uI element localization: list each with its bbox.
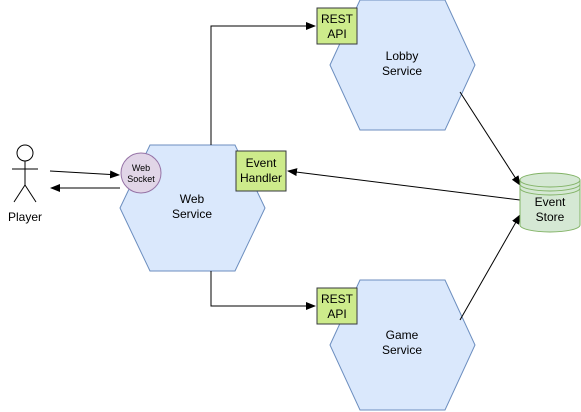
lobby-service-label-line1: Lobby [386,49,419,63]
game-service-hexagon[interactable] [329,279,476,411]
player-label: Player [8,210,42,224]
web-socket-label-line1: Web [132,163,150,173]
player-to-socket-connector [49,170,120,179]
player-actor-icon[interactable] [12,144,38,203]
lobby-to-store-connector [459,91,521,186]
event-store-label-line2: Store [536,210,565,224]
web-socket-label-line2: Socket [127,174,155,184]
game-rest-api-label-line2: API [327,307,346,321]
web-socket-circle[interactable] [120,152,162,194]
event-handler-label-line2: Handler [240,171,282,185]
lobby-rest-api-box[interactable] [316,7,358,45]
web-service-label-line1: Web [180,192,205,206]
game-service-label-line2: Service [382,343,422,357]
lobby-rest-api-label-line2: API [327,27,346,41]
game-to-store-connector [459,214,521,321]
event-store-cylinder[interactable] [519,172,581,233]
store-to-event-handler-connector [287,168,521,201]
lobby-service-hexagon[interactable] [329,0,476,131]
event-handler-box[interactable] [235,150,287,192]
lobby-rest-api-label-line1: REST [321,12,354,26]
event-store-label-line1: Event [535,195,566,209]
web-service-label-line2: Service [172,207,212,221]
game-rest-api-box[interactable] [316,287,358,325]
game-rest-api-label-line1: REST [321,292,354,306]
web-to-lobby-connector [210,22,316,145]
game-service-label-line1: Game [386,328,419,342]
lobby-service-label-line2: Service [382,64,422,78]
event-handler-label-line1: Event [246,156,277,170]
web-to-game-connector [210,271,316,310]
